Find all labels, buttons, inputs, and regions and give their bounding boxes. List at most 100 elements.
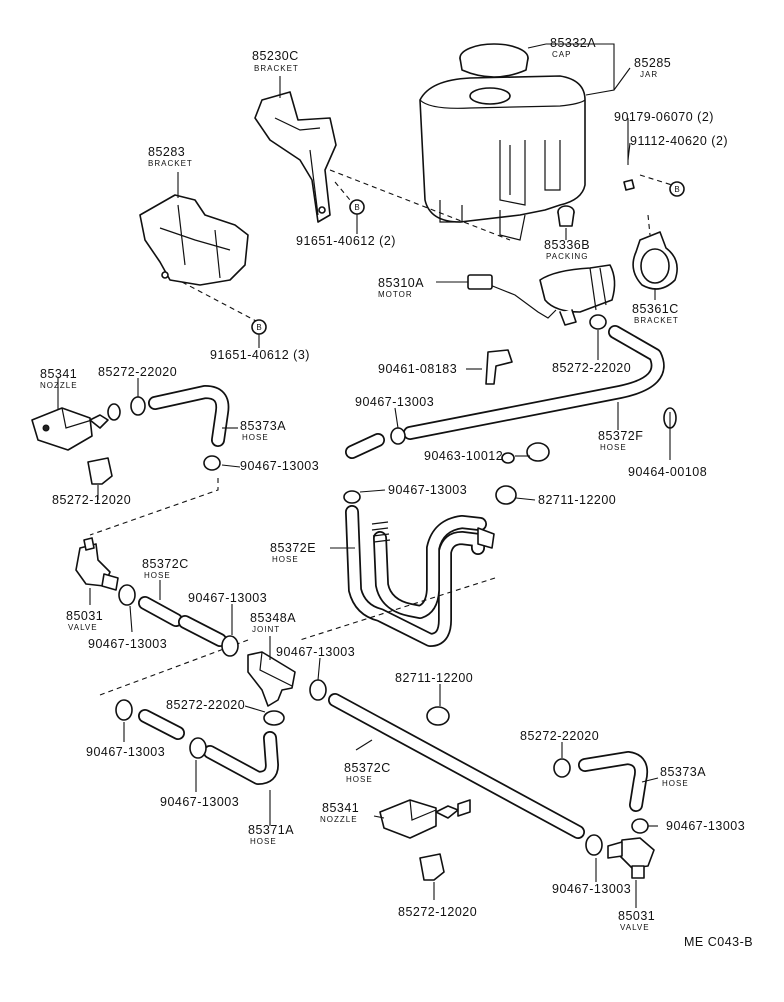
label-85341-top: 85341 xyxy=(40,367,77,381)
label-85272-right: 85272-22020 xyxy=(520,729,599,743)
label-valve-left: VALVE xyxy=(68,623,98,632)
svg-text:B: B xyxy=(354,203,359,212)
hose-85373a-right xyxy=(578,751,649,812)
label-85272-top: 85272-22020 xyxy=(552,361,631,375)
label-90467-g: 90467-13003 xyxy=(86,745,165,759)
label-motor: MOTOR xyxy=(378,290,413,299)
packing-85336b xyxy=(557,205,575,227)
joint-85348a xyxy=(247,651,296,707)
label-85373a-right: 85373A xyxy=(660,765,706,779)
hose-85373a-top xyxy=(148,385,230,447)
label-85272-12020-low: 85272-12020 xyxy=(398,905,477,919)
label-valve-right: VALVE xyxy=(620,923,650,932)
label-85310a: 85310A xyxy=(378,276,424,290)
label-85272-12020-top: 85272-12020 xyxy=(52,493,131,507)
nozzle-85341-low xyxy=(379,799,471,839)
label-hose-71a: HOSE xyxy=(250,837,277,846)
motor-connector xyxy=(467,274,493,290)
label-joint: JOINT xyxy=(252,625,280,634)
label-90463: 90463-10012 xyxy=(424,449,503,463)
label-90179: 90179-06070 (2) xyxy=(614,110,714,124)
label-85341-low: 85341 xyxy=(322,801,359,815)
hose-85372f xyxy=(403,325,665,440)
label-90467-c: 90467-13003 xyxy=(388,483,467,497)
label-85285: 85285 xyxy=(634,56,671,70)
label-90467-i: 90467-13003 xyxy=(160,795,239,809)
label-hose-73a-right: HOSE xyxy=(662,779,689,788)
bracket-85230c xyxy=(254,91,337,223)
label-85372c-lower: 85372C xyxy=(344,761,391,775)
bracket-85361c xyxy=(632,231,678,290)
svg-text:B: B xyxy=(256,323,261,332)
hose-85372e xyxy=(345,505,495,647)
label-90467-b: 90467-13003 xyxy=(240,459,319,473)
label-nozzle-top: NOZZLE xyxy=(40,381,78,390)
label-90467-e: 90467-13003 xyxy=(188,591,267,605)
label-85272-lower: 85272-22020 xyxy=(166,698,245,712)
ref-b-marker-2: B xyxy=(251,319,267,335)
label-85372e: 85372E xyxy=(270,541,316,555)
label-82711-mid: 82711-12200 xyxy=(395,671,473,685)
washer-jar xyxy=(419,75,586,241)
label-82711-top: 82711-12200 xyxy=(538,493,616,507)
label-85371a: 85371A xyxy=(248,823,294,837)
ref-b-marker-3: B xyxy=(669,181,685,197)
jar-cap xyxy=(459,43,529,78)
label-85031-left: 85031 xyxy=(66,609,103,623)
label-nozzle-low: NOZZLE xyxy=(320,815,358,824)
bracket-mount-line-e xyxy=(334,181,351,201)
label-jar: JAR xyxy=(640,70,658,79)
label-bracket-85361c: BRACKET xyxy=(634,316,679,325)
hose-85371a xyxy=(138,709,279,785)
valve-85031-right xyxy=(607,837,655,879)
label-hose-72c-top: HOSE xyxy=(144,571,171,580)
routing-line-a xyxy=(89,478,219,536)
label-91651-a: 91651-40612 (2) xyxy=(296,234,396,248)
hose-joint-link xyxy=(345,433,385,459)
label-90461: 90461-08183 xyxy=(378,362,457,376)
bracket-mount-line-c xyxy=(639,174,673,186)
nozzle-85341-top xyxy=(31,407,109,451)
leader-lines xyxy=(57,43,671,908)
label-85332a: 85332A xyxy=(550,36,596,50)
label-85031-right: 85031 xyxy=(618,909,655,923)
label-hose-72f: HOSE xyxy=(600,443,627,452)
label-85361c: 85361C xyxy=(632,302,679,316)
label-85272-nozzle: 85272-22020 xyxy=(98,365,177,379)
label-hose-72c-lower: HOSE xyxy=(346,775,373,784)
label-85230c: 85230C xyxy=(252,49,299,63)
label-91651-b: 91651-40612 (3) xyxy=(210,348,310,362)
label-90467-h: 90467-13003 xyxy=(666,819,745,833)
label-85373a-top: 85373A xyxy=(240,419,286,433)
hose-85372c-lower xyxy=(328,693,585,839)
label-85348a: 85348A xyxy=(250,611,296,625)
part-labels: 85332A CAP 85285 JAR 85230C BRACKET 8528… xyxy=(40,36,753,949)
label-bracket-85283: BRACKET xyxy=(148,159,193,168)
figure-code: ME C043-B xyxy=(684,935,753,949)
label-hose-72e: HOSE xyxy=(272,555,299,564)
label-cap: CAP xyxy=(552,50,571,59)
hose-85372c-top xyxy=(138,596,227,647)
label-90464: 90464-00108 xyxy=(628,465,707,479)
ref-b-marker-1: B xyxy=(349,199,365,215)
label-90467-f: 90467-13003 xyxy=(276,645,355,659)
label-90467-j: 90467-13003 xyxy=(552,882,631,896)
clamp-set xyxy=(87,179,677,881)
label-90467-a: 90467-13003 xyxy=(355,395,434,409)
label-85372f: 85372F xyxy=(598,429,643,443)
label-hose-73a-top: HOSE xyxy=(242,433,269,442)
label-85336b: 85336B xyxy=(544,238,590,252)
label-85372c-top: 85372C xyxy=(142,557,189,571)
label-91112: 91112-40620 (2) xyxy=(630,134,728,148)
label-85283: 85283 xyxy=(148,145,185,159)
label-90467-d: 90467-13003 xyxy=(88,637,167,651)
svg-text:B: B xyxy=(674,185,679,194)
routing-line-b xyxy=(299,577,496,641)
motor-wire xyxy=(489,284,557,319)
label-bracket-85230c: BRACKET xyxy=(254,64,299,73)
label-packing: PACKING xyxy=(546,252,588,261)
bracket-mount-line-d xyxy=(647,214,651,236)
washer-motor xyxy=(539,264,616,326)
valve-85031-left xyxy=(75,537,119,591)
bracket-mount-line-b xyxy=(181,281,259,323)
